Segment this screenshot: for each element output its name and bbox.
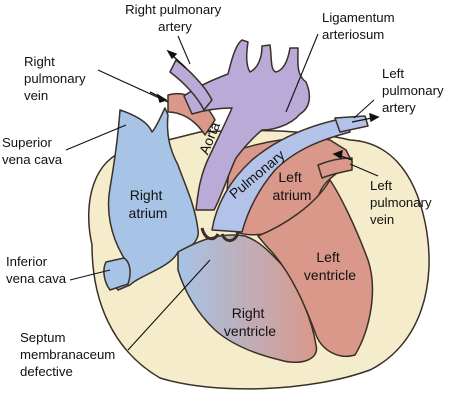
label-ligamentum-arteriosum: Ligamentum arteriosum (322, 10, 398, 42)
left-pulmonary-artery (334, 115, 369, 133)
label-right-pulmonary-artery: Right pulmonary artery (125, 2, 225, 34)
label-left-pulmonary-vein: Left pulmonary vein (370, 178, 435, 227)
right-pulmonary-artery (169, 59, 213, 111)
leader-ligamentum (285, 33, 319, 113)
label-right-ventricle: Right ventricle (224, 305, 276, 339)
label-left-ventricle: Left ventricle (304, 249, 356, 283)
label-right-atrium: Right atrium (129, 187, 168, 221)
label-left-pulmonary-artery: Left pulmonary artery (382, 66, 447, 115)
inferior-vena-cava (103, 257, 131, 291)
leader-inferior-vena-cava (69, 269, 111, 281)
right-ventricle-chamber (177, 234, 318, 364)
label-left-atrium: Left atrium (273, 169, 312, 203)
leader-right-pulmonary-artery (177, 35, 191, 65)
leader-left-pulmonary-artery (353, 99, 375, 119)
leader-septum (127, 259, 211, 351)
leader-left-pulmonary-vein (349, 163, 379, 177)
left-ventricle-chamber (257, 179, 374, 357)
label-superior-vena-cava: Superior vena cava (2, 135, 63, 167)
pulmonary-valve (200, 227, 240, 242)
leader-superior-vena-cava (65, 124, 127, 151)
leader-right-pulmonary-vein (97, 69, 169, 103)
aorta-vessel (183, 39, 311, 211)
label-septum-membranaceum-defective: Septum membranaceum defective (20, 330, 119, 379)
label-right-pulmonary-vein: Right pulmonary vein (24, 54, 89, 103)
left-pulmonary-vein (317, 157, 353, 179)
label-inferior-vena-cava: Inferior vena cava (6, 254, 67, 286)
flow-arrows (149, 49, 380, 161)
